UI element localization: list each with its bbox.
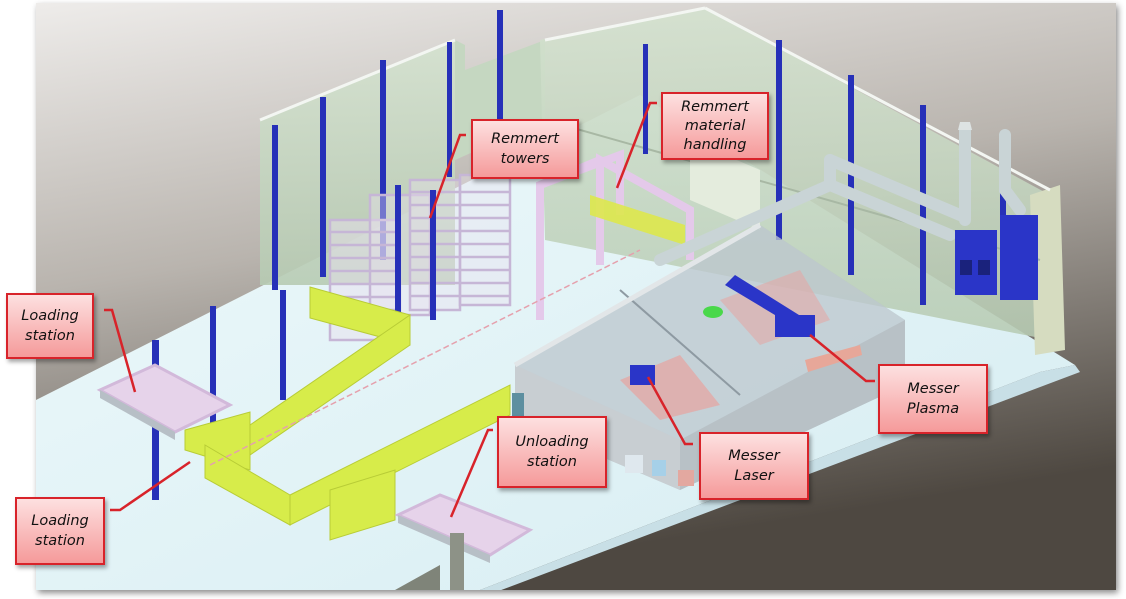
laser-gantry [630, 365, 655, 385]
callout-text: Remmert [491, 131, 559, 147]
material-handling-panel [590, 195, 685, 245]
safety-fences [184, 286, 511, 541]
tower-column [430, 190, 436, 320]
wall-top-edge [544, 6, 706, 42]
callout-text: towers [500, 151, 550, 167]
dust-collectors [955, 215, 1038, 300]
callout-unloading-station: Unloading station [497, 416, 607, 488]
callout-text: Loading [31, 513, 89, 529]
callout-text: Plasma [906, 401, 960, 417]
callout-text: material [684, 117, 746, 134]
control-cabinet [512, 393, 524, 421]
callout-remmert-towers: Remmert towers [471, 119, 579, 179]
factory-scene [36, 3, 1116, 590]
callout-text: Messer [728, 448, 780, 464]
wall-top-edge [259, 38, 456, 122]
callout-text: Loading [21, 308, 79, 324]
callout-text: Messer [907, 381, 959, 397]
rendering-frame [36, 3, 1116, 590]
aisle-marking [209, 249, 641, 466]
vent-cap [958, 122, 972, 130]
callout-messer-laser: Messer Laser [699, 432, 809, 500]
foreground-panel [395, 565, 440, 590]
callout-text: station [25, 328, 75, 344]
callout-text: station [527, 454, 577, 470]
callout-loading-station-bottom: Loading station [15, 497, 105, 565]
foreground-panel [450, 533, 464, 590]
exhaust-ducts [654, 124, 1026, 266]
callout-messer-plasma: Messer Plasma [878, 364, 988, 434]
plasma-gantry [775, 315, 815, 337]
callout-text: Unloading [515, 434, 589, 450]
control-room [690, 140, 760, 230]
wall-right-panel [1030, 185, 1065, 355]
callout-text: Remmert [681, 98, 749, 115]
wall-top-edge [704, 6, 1051, 192]
green-motor [703, 306, 723, 318]
callout-text: Laser [734, 468, 774, 484]
callout-loading-station-top: Loading station [6, 293, 94, 359]
electrical-cabinets [625, 455, 694, 486]
callout-text: station [35, 533, 85, 549]
tower-column [395, 185, 401, 335]
callout-remmert-material-handling: Remmert material handling [661, 92, 769, 160]
callout-text: handling [683, 136, 747, 153]
